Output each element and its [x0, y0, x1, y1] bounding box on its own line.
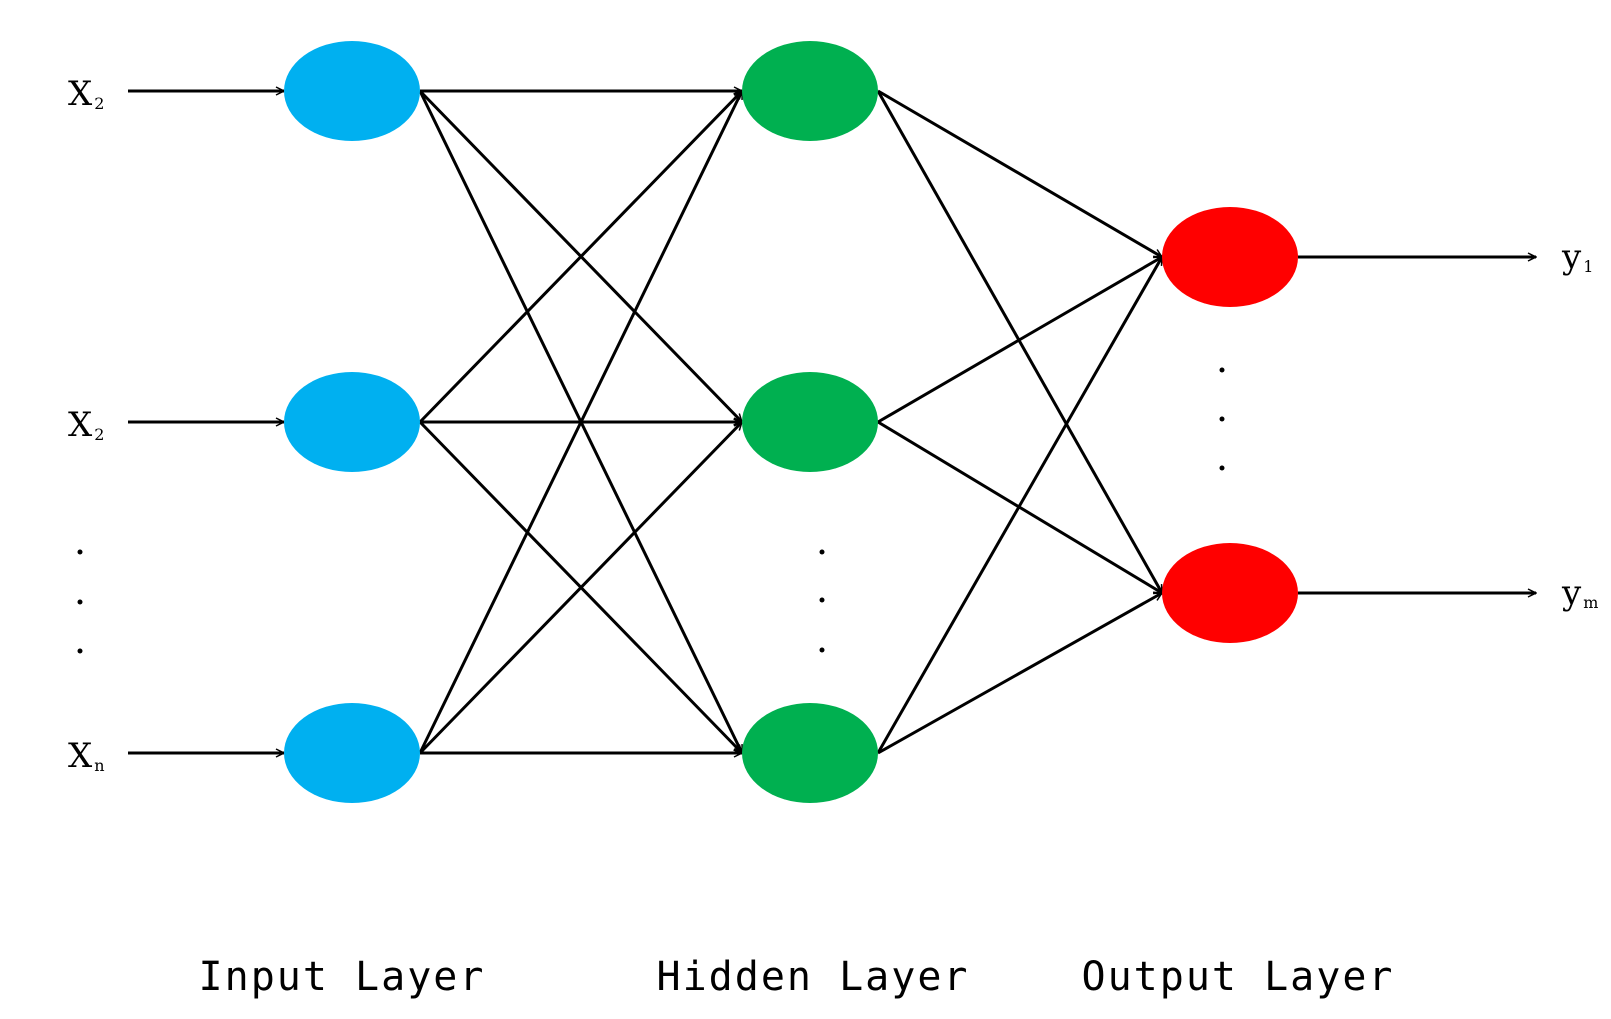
input-label-1-base: X — [68, 74, 93, 114]
input-layer-label: Input Layer — [199, 954, 486, 1000]
input-label-3-base: X — [68, 736, 93, 776]
output-label-1-sub: 1 — [1583, 257, 1593, 276]
input-label-1-sub: 2 — [94, 94, 104, 113]
output-label-1-base: y — [1561, 237, 1582, 277]
edge-hidden-2-output-1 — [877, 255, 1162, 424]
input-ellipsis — [77, 549, 83, 654]
output-layer-label: Output Layer — [1082, 954, 1395, 1000]
hidden-ellipsis — [819, 549, 825, 653]
edge-hidden-3-output-1 — [876, 257, 1164, 754]
hidden-node-1 — [742, 41, 878, 141]
output-label-2-base: y — [1561, 573, 1582, 613]
input-label-2-sub: 2 — [94, 425, 104, 444]
edge-hidden-3-output-2 — [877, 591, 1162, 755]
input-label-3-sub: n — [94, 756, 104, 775]
input-node-1 — [284, 41, 420, 141]
input-node-2 — [284, 372, 420, 472]
edge-hidden-1-output-2 — [876, 90, 1164, 593]
output-label-2-sub: m — [1583, 593, 1598, 612]
edge-hidden-1-output-1 — [877, 89, 1162, 259]
hidden-node-2 — [742, 372, 878, 472]
edge-input-2-hidden-1 — [418, 91, 742, 424]
input-node-3 — [284, 703, 420, 803]
hidden-node-3 — [742, 703, 878, 803]
nodes — [284, 41, 1298, 803]
output-node-2 — [1162, 543, 1298, 643]
connections — [128, 91, 1536, 753]
output-node-1 — [1162, 207, 1298, 307]
edge-input-3-hidden-2 — [418, 422, 742, 755]
output-ellipsis — [1219, 367, 1225, 471]
input-label-2-base: X — [68, 405, 93, 445]
hidden-layer-label: Hidden Layer — [657, 954, 970, 1000]
edge-input-3-hidden-1 — [418, 91, 744, 754]
